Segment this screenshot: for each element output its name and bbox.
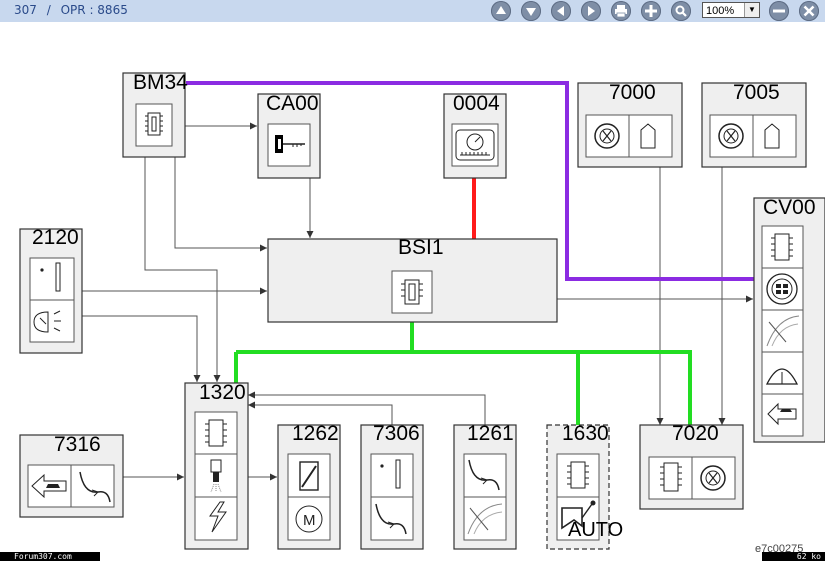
abs-wheel-icon <box>700 465 726 491</box>
module-bsi1[interactable]: BSI1 <box>267 236 558 323</box>
ignition-key-icon <box>275 135 305 153</box>
print-icon <box>615 5 627 18</box>
module-1262[interactable]: M 1262 <box>277 422 341 550</box>
abs-wheel-icon <box>594 123 620 149</box>
breadcrumb-operation: OPR : 8865 <box>60 3 128 17</box>
module-label-2120: 2120 <box>32 226 79 249</box>
ecu-chip-icon <box>567 461 589 489</box>
footer-size: 62 ko <box>762 552 825 561</box>
up-icon <box>496 6 506 14</box>
module-label-1261: 1261 <box>467 422 514 445</box>
module-2120[interactable]: 2120 <box>19 226 83 354</box>
print-button[interactable] <box>611 1 631 21</box>
module-cv00[interactable]: CV00 <box>753 196 825 443</box>
module-0004[interactable]: 0004 <box>443 92 507 179</box>
ecu-chip-icon <box>145 112 163 136</box>
module-7306[interactable]: 7306 <box>360 422 424 550</box>
instrument-cluster-icon <box>455 129 495 161</box>
ecu-chip-icon <box>660 462 682 492</box>
next-button[interactable] <box>581 1 601 21</box>
bus-comfort-purple <box>186 81 757 281</box>
curve-sensor-icon <box>375 503 407 535</box>
wire-2120-1320 <box>82 315 201 382</box>
curve-sensor-icon <box>468 459 500 491</box>
module-7316[interactable]: 7316 <box>19 433 124 518</box>
abs-wheel-icon <box>718 123 744 149</box>
module-7005[interactable]: 7005 <box>701 81 807 168</box>
module-1261[interactable]: 1261 <box>453 422 517 550</box>
module-label-1262: 1262 <box>292 422 339 445</box>
throttle-icon <box>299 461 319 491</box>
close-button[interactable] <box>799 1 819 21</box>
module-label-7005: 7005 <box>733 81 780 104</box>
module-label-bsi1: BSI1 <box>398 236 444 259</box>
injector-icon <box>210 459 222 493</box>
headlamp-icon <box>33 310 61 333</box>
next-icon <box>588 6 595 16</box>
previous-icon <box>557 6 564 16</box>
module-7000[interactable]: 7000 <box>577 81 683 168</box>
svg-text:M: M <box>303 512 316 529</box>
module-label-7316: 7316 <box>54 433 101 456</box>
breadcrumb-model[interactable]: 307 <box>14 3 37 17</box>
gearbox-auto-icon <box>561 500 596 530</box>
search-button[interactable] <box>671 1 691 21</box>
close-icon <box>803 5 815 17</box>
wiring-diagram: BM34 CA00 0004 <box>19 71 825 550</box>
module-1320[interactable]: 1320 <box>184 381 249 550</box>
module-label-7306: 7306 <box>373 422 420 445</box>
up-button[interactable] <box>491 1 511 21</box>
pedal-sensor-icon <box>467 503 503 535</box>
module-label-1630: 1630 <box>562 422 609 445</box>
chevron-down-icon: ▼ <box>744 3 759 17</box>
motor-icon: M <box>295 505 323 533</box>
add-button[interactable] <box>641 1 661 21</box>
spark-icon <box>209 501 227 533</box>
can-buses <box>186 81 757 426</box>
signal-wires <box>82 122 753 481</box>
search-icon <box>675 5 687 17</box>
ecu-chip-icon <box>771 233 793 261</box>
toolbar: 307 / OPR : 8865 100% ▼ <box>0 0 825 22</box>
module-bm34[interactable]: BM34 <box>122 71 188 158</box>
reverse-car-icon <box>767 402 797 426</box>
wire-7306-1320 <box>248 401 393 425</box>
breadcrumb-separator: / <box>46 3 51 17</box>
down-icon <box>526 8 536 16</box>
switch-icon <box>380 459 401 489</box>
sensor-tag-icon <box>764 123 780 149</box>
sensor-tag-icon <box>640 123 656 149</box>
switch-icon <box>40 262 61 292</box>
ecu-chip-icon <box>205 419 227 447</box>
module-label-bm34: BM34 <box>133 71 188 94</box>
module-label-cv00: CV00 <box>763 196 816 219</box>
module-label-7020: 7020 <box>672 422 719 445</box>
reverse-car-icon <box>31 473 67 499</box>
add-icon <box>645 5 657 17</box>
curve-sensor-icon <box>79 471 111 503</box>
zoom-select[interactable]: 100% ▼ <box>702 2 760 18</box>
wire-bm34-1320-a <box>144 156 221 382</box>
ecu-chip-icon <box>401 279 423 305</box>
breadcrumb: 307 / OPR : 8865 <box>14 3 128 17</box>
module-ca00[interactable]: CA00 <box>257 92 321 179</box>
wire-1261-1320 <box>248 391 486 425</box>
footer-site: Forum307.com <box>0 552 100 561</box>
module-label-7000: 7000 <box>609 81 656 104</box>
zoom-out-button[interactable] <box>769 1 789 21</box>
module-7020[interactable]: 7020 <box>639 422 744 510</box>
down-button[interactable] <box>521 1 541 21</box>
wire-bm34-bsi1 <box>174 156 267 252</box>
zoom-out-icon <box>773 9 785 13</box>
auto-label: AUTO <box>568 519 623 541</box>
steering-wheel-icon <box>765 368 799 385</box>
module-label-ca00: CA00 <box>266 92 319 115</box>
steering-switch-icon <box>766 273 798 305</box>
previous-button[interactable] <box>551 1 571 21</box>
zoom-value: 100% <box>706 5 735 17</box>
module-1630[interactable]: 1630 AUTO <box>546 422 623 550</box>
module-label-0004: 0004 <box>453 92 500 115</box>
wiper-icon <box>766 315 800 347</box>
module-label-1320: 1320 <box>199 381 246 404</box>
